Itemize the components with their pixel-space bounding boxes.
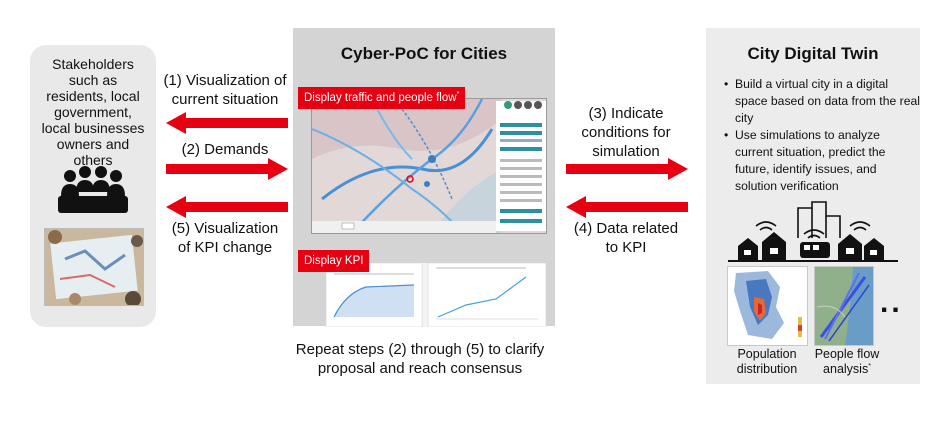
step2-line: (2) Demands — [181, 141, 269, 158]
step5-line: (5) Visualization — [171, 220, 279, 237]
step1-line: current situation — [171, 91, 279, 108]
kpi-charts-screenshot — [325, 262, 547, 328]
step5-label: (5) Visualization of KPI change — [150, 219, 300, 257]
step5-line: of KPI change — [177, 239, 273, 256]
house-icon — [762, 232, 786, 260]
people-flow-map — [814, 266, 874, 346]
step2-label: (2) Demands — [150, 140, 300, 159]
bullet-item: Build a virtual city in a digital space … — [724, 76, 920, 127]
people-flow-caption: People flow analysis* — [802, 347, 892, 377]
stakeholders-line: local businesses — [41, 120, 145, 136]
kpi-charts-image — [325, 262, 547, 328]
city-skyline-icon — [728, 201, 898, 262]
step3-line: (3) Indicate — [588, 105, 664, 122]
step3-line: conditions for — [581, 124, 671, 141]
repeat-caption: Repeat steps (2) through (5) to clarify … — [240, 340, 600, 378]
traffic-label: Display traffic and people flow* — [298, 87, 466, 109]
caption-text: analysis — [823, 362, 869, 376]
stakeholders-line: such as — [68, 72, 118, 88]
caption-line: distribution — [736, 362, 798, 376]
step1-label: (1) Visualization of current situation — [150, 71, 300, 109]
traffic-map-screenshot — [311, 98, 547, 234]
caption-line: analysis* — [802, 362, 892, 377]
step4-line: to KPI — [605, 239, 647, 256]
digital-twin-title: City Digital Twin — [747, 44, 879, 63]
arrow-right-3 — [566, 158, 688, 180]
stakeholders-line: others — [73, 152, 113, 168]
stakeholders-text: Stakeholders such as residents, local go… — [30, 56, 156, 168]
stakeholders-line: residents, local — [46, 88, 140, 104]
arrow-right-2 — [166, 158, 288, 180]
arrow-left-5 — [166, 196, 288, 218]
people-group-icon — [58, 166, 128, 213]
cyber-poc-title: Cyber-PoC for Cities — [340, 44, 508, 63]
caption-line: People flow — [814, 347, 880, 361]
population-caption: Population distribution — [722, 347, 812, 377]
wifi-signal-icon — [755, 221, 871, 239]
kpi-label: Display KPI — [298, 250, 370, 272]
caption-line: Repeat steps (2) through (5) to clarify — [295, 341, 545, 358]
step3-label: (3) Indicate conditions for simulation — [556, 104, 696, 161]
caption-line: Population — [737, 347, 797, 361]
stakeholders-line: Stakeholders — [52, 56, 134, 72]
workshop-photo — [44, 228, 144, 306]
population-distribution-map — [727, 266, 808, 346]
arrow-left-1 — [166, 112, 288, 134]
bullet-item: Use simulations to analyze current situa… — [724, 127, 920, 195]
caption-line: proposal and reach consensus — [317, 360, 523, 377]
digital-twin-bullets: Build a virtual city in a digital space … — [724, 76, 920, 195]
traffic-label-text: Display traffic and people flow — [304, 92, 457, 104]
more-indicator: .. — [880, 286, 903, 319]
population-map-image — [728, 267, 807, 345]
stakeholders-line: owners and — [56, 136, 130, 152]
people-flow-image — [815, 267, 873, 345]
traffic-map-image — [312, 99, 546, 233]
stakeholders-line: government, — [54, 104, 132, 120]
step4-line: (4) Data related — [573, 220, 679, 237]
caption-mark: * — [868, 362, 871, 370]
step3-line: simulation — [592, 143, 660, 160]
step1-line: (1) Visualization of — [163, 72, 287, 89]
arrow-left-4 — [566, 196, 688, 218]
step4-label: (4) Data related to KPI — [556, 219, 696, 257]
traffic-label-mark: * — [456, 91, 460, 99]
